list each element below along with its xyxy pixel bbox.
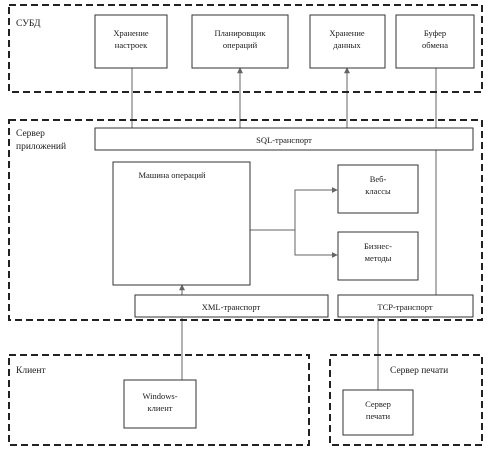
windows-client-box [123, 379, 197, 429]
sql-transport-label: SQL-транспорт [256, 135, 312, 145]
tcp-transport-box [337, 294, 474, 318]
exchange-buffer-line1: Буфер [424, 28, 446, 38]
exchange-buffer-box [395, 14, 475, 69]
print-server-label: Сервер печати [390, 366, 448, 376]
settings-storage-line1: Хранение [113, 28, 149, 38]
settings-storage-box [94, 14, 168, 69]
app-server-label-line1: Сервер [16, 129, 45, 139]
sql-transport-box [94, 127, 474, 151]
windows-client-line2: клиент [148, 403, 173, 413]
settings-storage-line2: настроек [115, 40, 148, 50]
app-server-label-line2: приложений [16, 141, 66, 152]
windows-client-line1: Windows- [142, 391, 177, 401]
operation-scheduler-box [191, 14, 289, 69]
link-engine-branch2 [294, 230, 338, 258]
client-group [8, 354, 310, 446]
client-label: Клиент [16, 366, 46, 376]
xml-transport-box [134, 294, 329, 318]
data-storage-box [309, 14, 386, 69]
link-engine-branch [250, 187, 338, 231]
web-classes-line2: классы [365, 186, 391, 196]
operation-engine-label: Машина операций [138, 170, 206, 180]
tcp-transport-label: TCP-транспорт [377, 302, 433, 312]
operation-engine-box [112, 161, 251, 286]
print-server-box-line1: Сервер [365, 399, 391, 409]
print-server-box-line2: печати [366, 411, 391, 421]
business-methods-line1: Бизнес- [364, 241, 392, 251]
xml-transport-label: XML-транспорт [202, 302, 261, 312]
app-server-group [8, 119, 483, 321]
web-classes-line1: Веб- [370, 174, 387, 184]
web-classes-box [337, 164, 419, 214]
exchange-buffer-line2: обмена [422, 40, 448, 50]
dbms-label: СУБД [16, 19, 41, 29]
operation-scheduler-line1: Планировщик [215, 28, 267, 38]
business-methods-line2: методы [365, 253, 392, 263]
data-storage-line1: Хранение [329, 28, 365, 38]
business-methods-box [337, 231, 419, 281]
operation-scheduler-line2: операций [223, 40, 258, 50]
data-storage-line2: данных [333, 40, 361, 50]
print-server-box [342, 389, 414, 436]
dbms-group [8, 4, 483, 93]
